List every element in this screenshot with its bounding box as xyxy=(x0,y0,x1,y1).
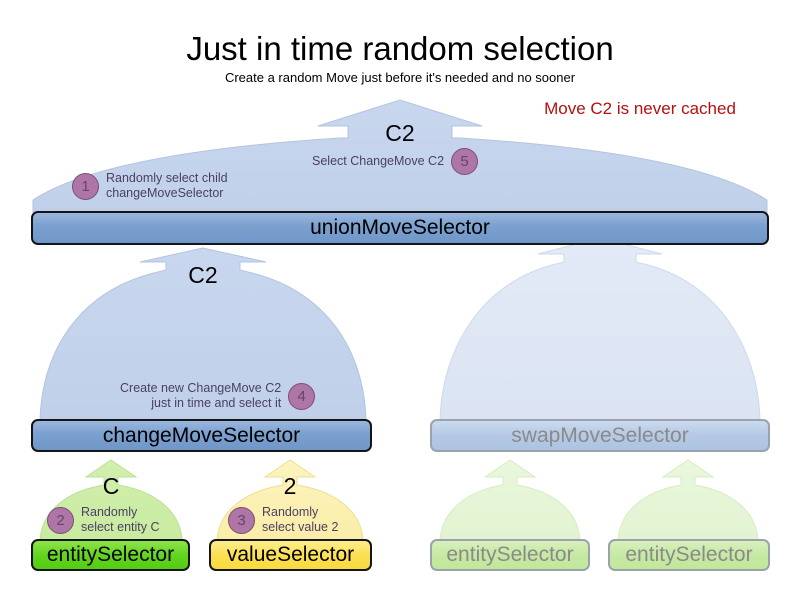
value-left-hill-label: 2 xyxy=(283,473,297,499)
node-union-move-selector[interactable]: unionMoveSelector xyxy=(31,211,769,245)
step-4-line2: just in time and select it xyxy=(151,396,282,410)
change-hill-label: C2 xyxy=(188,262,218,288)
arrow-union-to-root xyxy=(32,99,768,219)
page-subtitle: Create a random Move just before it's ne… xyxy=(224,70,576,85)
step-3-badge: 3 xyxy=(228,506,255,534)
node-value-selector-left[interactable]: valueSelector xyxy=(209,539,372,571)
step-2-badge: 2 xyxy=(47,506,74,534)
node-entity-selector-left[interactable]: entitySelector xyxy=(31,539,190,571)
union-hill-label: C2 xyxy=(385,120,415,146)
step-4: 4 Create new ChangeMove C2 just in time … xyxy=(120,381,316,411)
node-entity-selector-right-2[interactable]: entitySelector xyxy=(608,539,770,571)
step-1-line2: changeMoveSelector xyxy=(106,186,224,200)
step-3: 3 Randomly select value 2 xyxy=(228,505,338,535)
step-2: 2 Randomly select entity C xyxy=(47,505,160,535)
step-5: 5 Select ChangeMove C2 xyxy=(312,148,479,175)
step-4-badge: 4 xyxy=(288,382,316,410)
arrow-entity-right-1-to-swap xyxy=(439,459,581,541)
step-2-line1: Randomly xyxy=(81,505,138,519)
entity-left-hill-label: C xyxy=(102,473,120,499)
step-1-text: Randomly select child changeMoveSelector xyxy=(106,171,228,201)
arrow-entity-right-2-to-swap xyxy=(617,459,759,541)
step-2-line2: select entity C xyxy=(81,520,160,534)
step-5-badge: 5 xyxy=(451,148,479,175)
step-1: 1 Randomly select child changeMoveSelect… xyxy=(72,171,228,201)
node-swap-move-selector[interactable]: swapMoveSelector xyxy=(430,419,770,452)
never-cached-note: Move C2 is never cached xyxy=(544,99,736,118)
page-title: Just in time random selection xyxy=(186,30,614,67)
arrow-change-to-union xyxy=(39,247,367,421)
step-3-text: Randomly select value 2 xyxy=(262,505,338,535)
node-change-move-selector[interactable]: changeMoveSelector xyxy=(31,419,372,452)
step-4-text: Create new ChangeMove C2 just in time an… xyxy=(120,381,281,411)
step-1-badge: 1 xyxy=(72,172,99,200)
arrow-swap-to-union xyxy=(439,237,761,421)
node-entity-selector-right-1[interactable]: entitySelector xyxy=(430,539,590,571)
step-4-line1: Create new ChangeMove C2 xyxy=(120,381,282,395)
step-3-line2: select value 2 xyxy=(262,520,339,534)
step-5-line1: Select ChangeMove C2 xyxy=(312,154,445,168)
step-2-text: Randomly select entity C xyxy=(81,505,160,535)
step-5-text: Select ChangeMove C2 xyxy=(312,154,444,169)
step-1-line1: Randomly select child xyxy=(106,171,228,185)
step-3-line1: Randomly xyxy=(262,505,319,519)
